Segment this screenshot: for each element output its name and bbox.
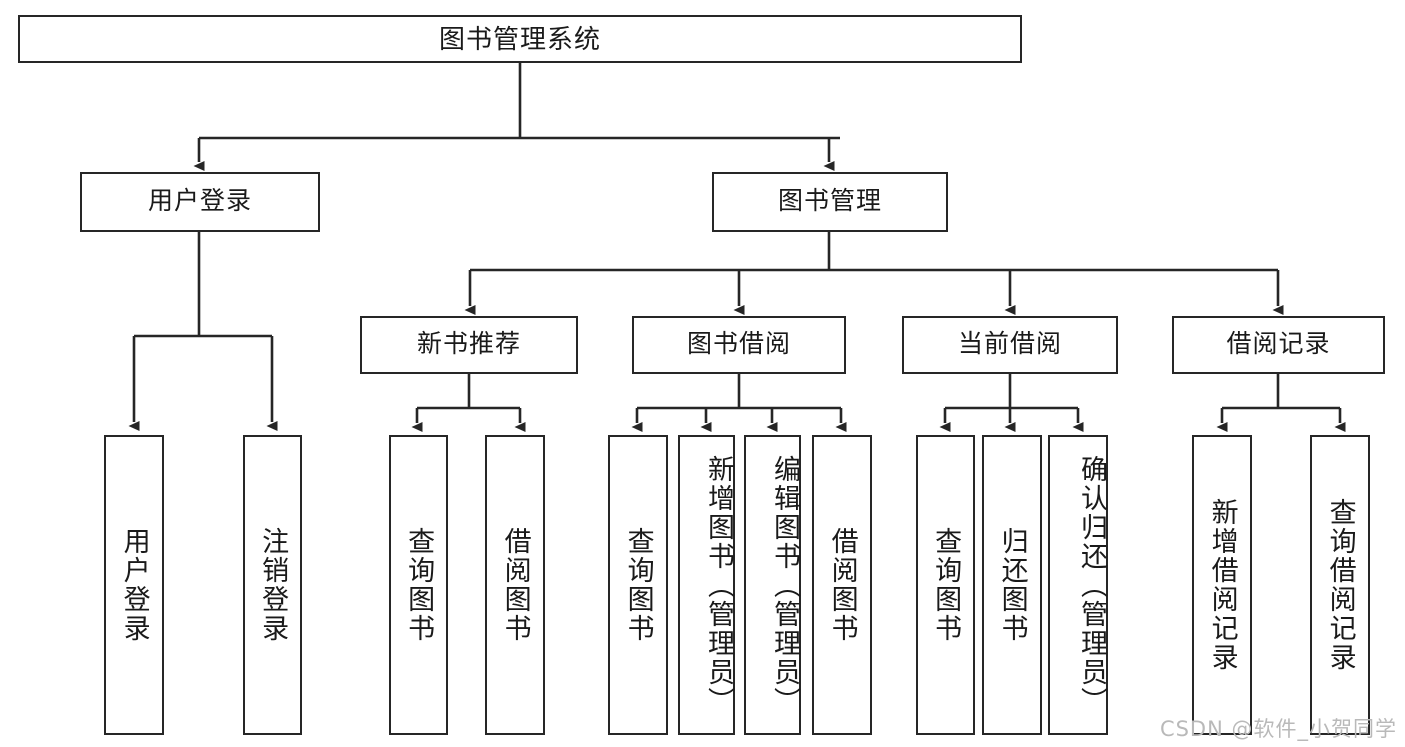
watermark-text: CSDN @软件_小贺同学 bbox=[1159, 717, 1397, 741]
node-root-system[interactable]: 图书管理系统 bbox=[18, 15, 1022, 63]
leaf-borrow-add-book-admin[interactable]: 新增图书（管理员） bbox=[678, 435, 735, 735]
leaf-borrow-query-book[interactable]: 查询图书 bbox=[608, 435, 668, 735]
leaf-user-login-login[interactable]: 用户登录 bbox=[104, 435, 164, 735]
node-book-management[interactable]: 图书管理 bbox=[712, 172, 948, 232]
leaf-current-confirm-return-admin[interactable]: 确认归还（管理员） bbox=[1048, 435, 1108, 735]
leaf-recommend-borrow-book[interactable]: 借阅图书 bbox=[485, 435, 545, 735]
node-borrow-record[interactable]: 借阅记录 bbox=[1172, 316, 1385, 374]
node-book-borrow[interactable]: 图书借阅 bbox=[632, 316, 846, 374]
leaf-record-query-record[interactable]: 查询借阅记录 bbox=[1310, 435, 1370, 735]
node-new-book-recommend[interactable]: 新书推荐 bbox=[360, 316, 578, 374]
node-current-borrow[interactable]: 当前借阅 bbox=[902, 316, 1118, 374]
leaf-borrow-borrow-book[interactable]: 借阅图书 bbox=[812, 435, 872, 735]
leaf-current-query-book[interactable]: 查询图书 bbox=[916, 435, 975, 735]
leaf-borrow-edit-book-admin[interactable]: 编辑图书（管理员） bbox=[744, 435, 801, 735]
node-user-login[interactable]: 用户登录 bbox=[80, 172, 320, 232]
leaf-recommend-query-book[interactable]: 查询图书 bbox=[389, 435, 448, 735]
leaf-current-return-book[interactable]: 归还图书 bbox=[982, 435, 1042, 735]
leaf-user-login-logout[interactable]: 注销登录 bbox=[243, 435, 302, 735]
leaf-record-add-record[interactable]: 新增借阅记录 bbox=[1192, 435, 1252, 735]
